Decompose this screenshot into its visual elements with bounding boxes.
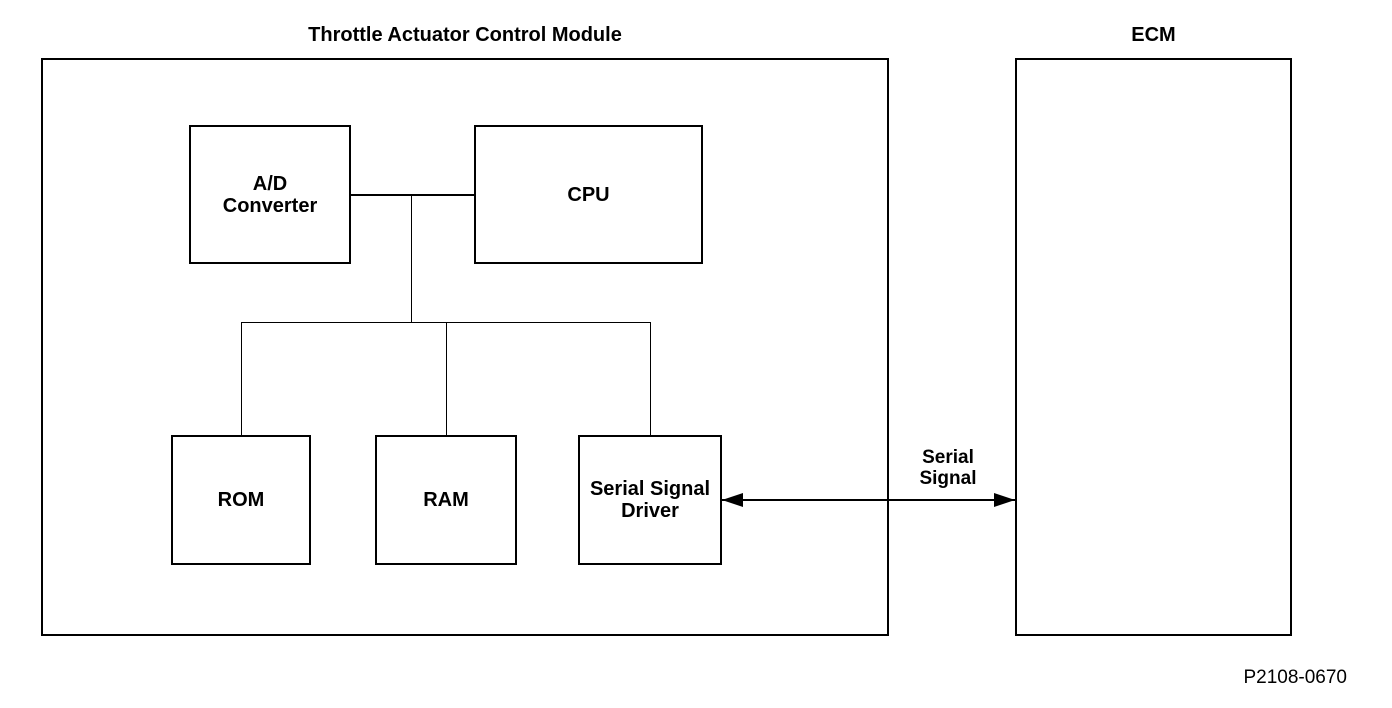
ram-label: RAM bbox=[423, 489, 469, 511]
arrowhead-right-icon bbox=[994, 493, 1015, 507]
cpu-label: CPU bbox=[567, 183, 610, 206]
ad-converter-label: A/D Converter bbox=[222, 172, 318, 217]
ecm-title: ECM bbox=[1131, 24, 1176, 46]
block-serial-signal-driver: Serial Signal Driver bbox=[578, 435, 722, 565]
ecm-box bbox=[1015, 58, 1292, 636]
block-ad-converter: A/D Converter bbox=[189, 125, 351, 264]
figure-code: P2108-0670 bbox=[1243, 667, 1347, 688]
connector-ad-cpu bbox=[351, 194, 474, 196]
block-rom: ROM bbox=[171, 435, 311, 565]
connector-junction-vertical bbox=[411, 195, 412, 322]
module-title: Throttle Actuator Control Module bbox=[308, 24, 622, 46]
serial-signal-arrow-shaft bbox=[722, 499, 1015, 501]
block-cpu: CPU bbox=[474, 125, 703, 264]
bus-drop-ram bbox=[446, 322, 447, 435]
bus-drop-serial-driver bbox=[650, 322, 651, 435]
block-ram: RAM bbox=[375, 435, 517, 565]
bus-drop-rom bbox=[241, 322, 242, 435]
serial-signal-driver-label: Serial Signal Driver bbox=[589, 478, 711, 522]
arrowhead-left-icon bbox=[722, 493, 743, 507]
serial-signal-label: Serial Signal bbox=[919, 447, 977, 489]
rom-label: ROM bbox=[217, 489, 265, 511]
